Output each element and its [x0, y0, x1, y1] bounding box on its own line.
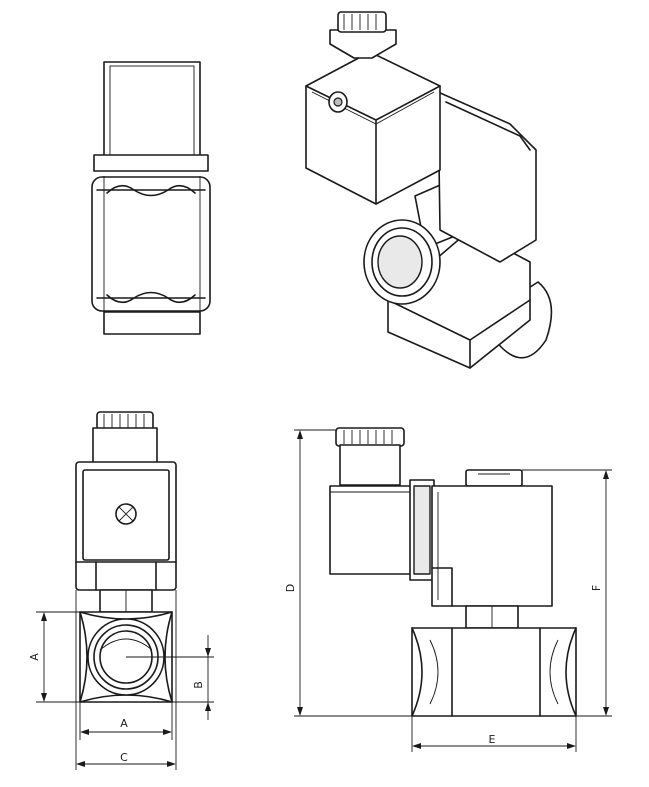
dimension-lines — [36, 429, 612, 770]
dimension-labels: A B A C D F E — [28, 584, 603, 764]
dim-label-a-left: A — [28, 653, 41, 661]
top-view — [91, 61, 211, 335]
dim-label-b: B — [192, 681, 205, 689]
dim-label-a-bottom: A — [120, 717, 128, 730]
front-view — [75, 411, 177, 703]
dim-label-c: C — [120, 751, 128, 764]
side-view — [329, 427, 577, 717]
dim-label-f: F — [590, 585, 603, 591]
dim-label-e: E — [489, 733, 496, 746]
dim-label-d: D — [284, 584, 297, 592]
isometric-view — [305, 11, 553, 369]
